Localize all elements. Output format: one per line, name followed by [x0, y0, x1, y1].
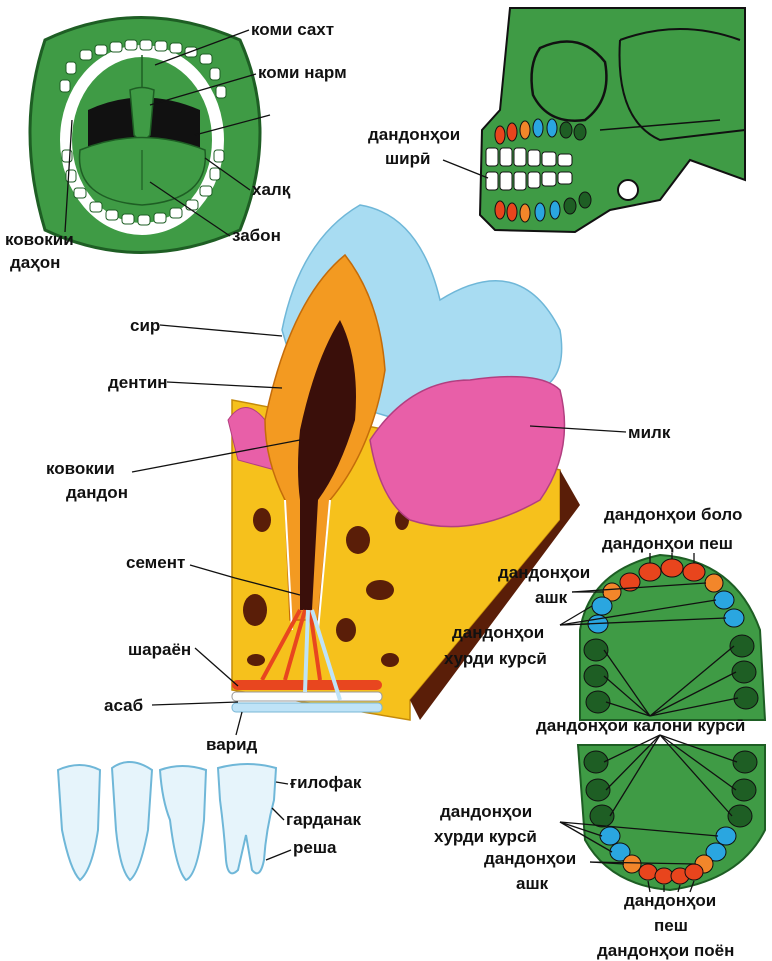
label-lower-premolars-line1: дандонҳои: [440, 802, 532, 821]
label-nerve: асаб: [104, 696, 143, 715]
label-soft-palate: коми нарм: [258, 63, 347, 82]
label-lower-canines-line2: ашк: [516, 874, 549, 893]
label-oral-cavity-line1: ковокии: [5, 230, 74, 249]
tooth-cross-section: [228, 205, 580, 720]
label-crown: ғилофак: [290, 773, 362, 792]
label-root: реша: [293, 838, 337, 857]
label-upper-canines-line2: ашк: [535, 588, 568, 607]
label-lower-incisors-line1: дандонҳои: [624, 891, 716, 910]
label-lower-premolars-line2: хурди курсӣ: [434, 827, 537, 846]
label-lower-canines-line1: дандонҳои: [484, 849, 576, 868]
label-tongue: забон: [232, 226, 281, 245]
open-mouth-illustration: [30, 18, 260, 253]
label-artery: шараён: [128, 640, 191, 659]
skull-illustration: [480, 8, 745, 232]
label-pulp-cavity-line1: ковокии: [46, 459, 115, 478]
label-lower-incisors-line2: пеш: [654, 916, 688, 935]
lower-jaw-illustration: [578, 745, 765, 890]
label-enamel: сир: [130, 316, 160, 335]
teeth-types-row: [58, 762, 276, 880]
label-molars: дандонҳои калони курсӣ: [536, 716, 745, 735]
label-cement: семент: [126, 553, 185, 572]
label-milk-teeth-line1: дандонҳои: [368, 125, 460, 144]
label-neck: гарданак: [286, 810, 361, 829]
upper-jaw-illustration: [580, 555, 765, 720]
label-throat: халқ: [252, 180, 291, 199]
label-upper-premolars-line1: дандонҳои: [452, 623, 544, 642]
label-dentin: дентин: [108, 373, 168, 392]
label-milk-teeth-line2: ширӣ: [385, 149, 430, 168]
label-upper-incisors: дандонҳои пеш: [602, 534, 733, 553]
label-lower-teeth-title: дандонҳои поён: [597, 941, 734, 960]
label-upper-canines-line1: дандонҳои: [498, 563, 590, 582]
label-hard-palate: коми сахт: [251, 20, 334, 39]
label-gum: милк: [628, 423, 671, 442]
label-upper-teeth-title: дандонҳои боло: [604, 505, 742, 524]
label-vein: варид: [206, 735, 258, 754]
label-oral-cavity-line2: даҳон: [10, 253, 60, 272]
label-upper-premolars-line2: хурди курсӣ: [444, 649, 547, 668]
label-pulp-cavity-line2: дандон: [66, 483, 128, 502]
